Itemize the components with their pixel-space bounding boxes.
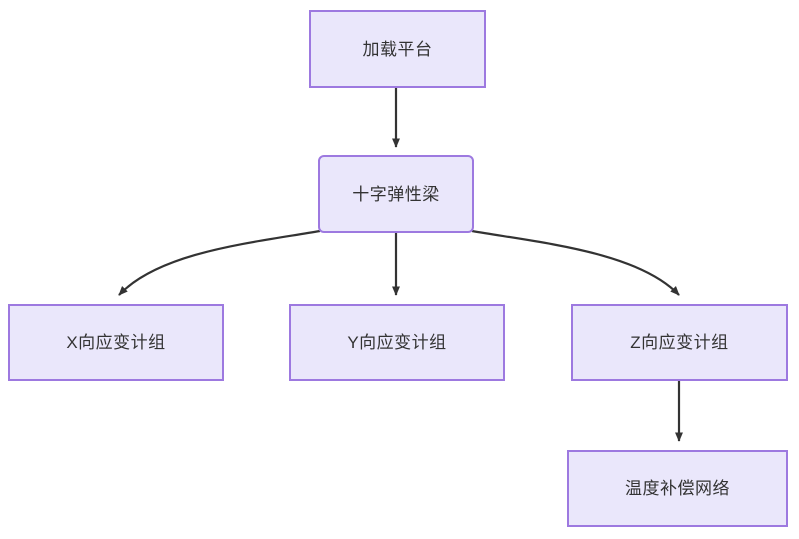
node-strain-gauge-x[interactable]: X向应变计组 [8, 304, 224, 381]
node-cross-elastic-beam[interactable]: 十字弹性梁 [318, 155, 474, 233]
node-label-strain-gauge-x: X向应变计组 [66, 333, 166, 352]
edge-beam-to-strain-x [118, 229, 321, 296]
node-label-loading-platform: 加载平台 [362, 39, 433, 59]
node-label-temperature-compensation-network: 温度补偿网络 [625, 479, 730, 498]
node-label-cross-elastic-beam: 十字弹性梁 [352, 184, 440, 204]
edge-beam-to-strain-z [471, 229, 680, 296]
node-strain-gauge-z[interactable]: Z向应变计组 [571, 304, 788, 381]
node-label-strain-gauge-z: Z向应变计组 [630, 333, 729, 352]
node-strain-gauge-y[interactable]: Y向应变计组 [289, 304, 505, 381]
node-label-strain-gauge-y: Y向应变计组 [347, 333, 447, 352]
node-loading-platform[interactable]: 加载平台 [309, 10, 486, 88]
node-temperature-compensation-network[interactable]: 温度补偿网络 [567, 450, 788, 527]
